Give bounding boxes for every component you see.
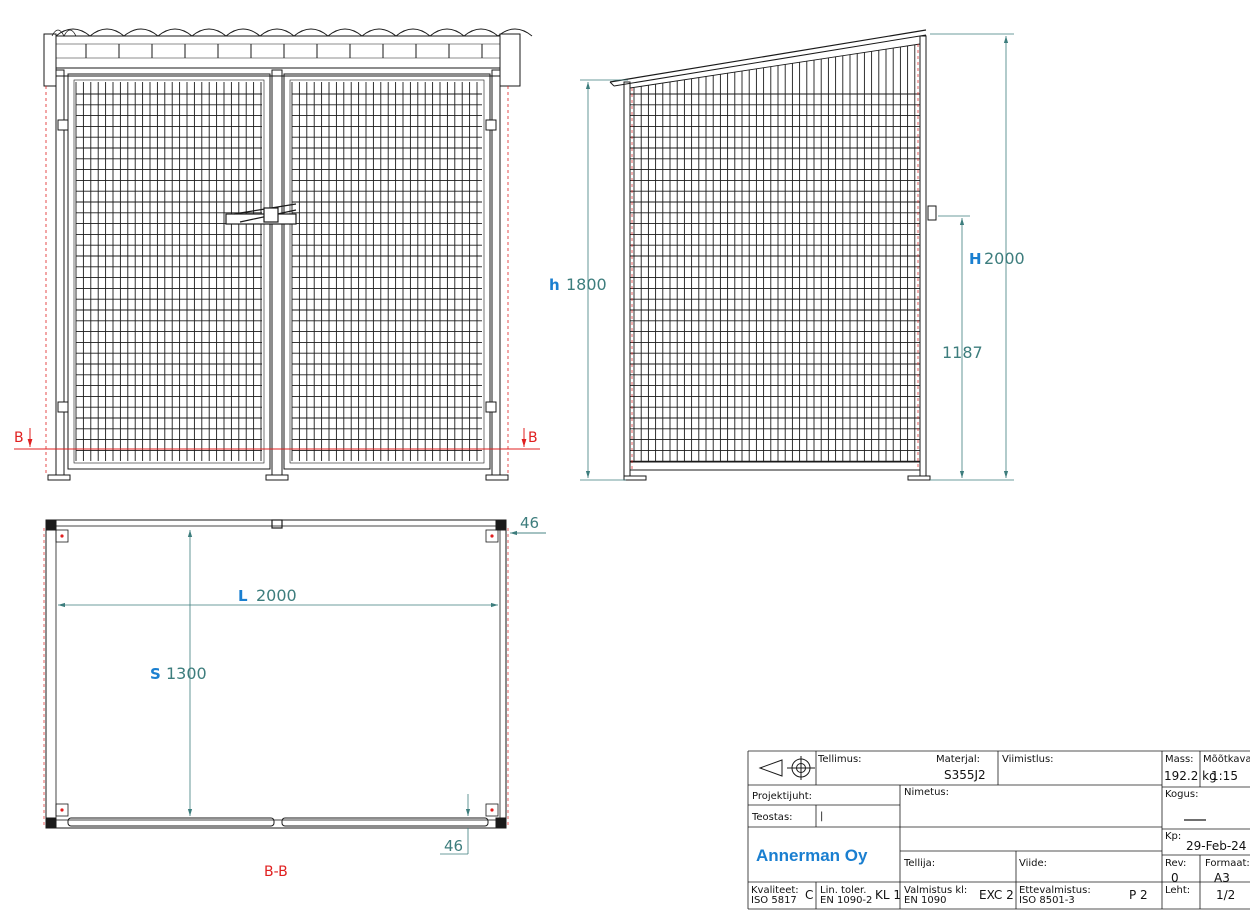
dimension-L-letter: L [238, 587, 248, 605]
mootkava-label: Mõõtkava: [1203, 754, 1250, 765]
formaat-label: Formaat: [1205, 858, 1250, 869]
section-label: B-B [264, 864, 288, 880]
title-block: Tellimus: Materjal: S355J2 Viimistlus: M… [748, 751, 1250, 909]
front-top-beam [55, 67, 501, 77]
section-marker-left: B [14, 430, 24, 446]
plan-view [45, 519, 507, 829]
dimension-S-value: 1300 [166, 664, 207, 683]
front-mesh [75, 82, 482, 461]
projection-symbol-icon [758, 756, 815, 780]
hinge-icon [57, 401, 69, 413]
foot-icon [485, 474, 509, 481]
teostas-value: | [820, 811, 824, 822]
hinge-icon [485, 119, 497, 131]
plan-door-left [67, 817, 275, 827]
dimension-offset-top-value: 46 [520, 514, 539, 532]
lin-toler-label: Lin. toler. [820, 885, 867, 896]
valmistus-value: EXC 2 [979, 888, 1014, 902]
front-roof-band [55, 35, 501, 69]
plan-corner-post [495, 519, 507, 531]
roof-corrugation [55, 28, 533, 37]
front-view [43, 28, 533, 481]
foot-icon [907, 475, 931, 481]
teostas-label: Teostas: [752, 812, 793, 823]
ettevalmistus-value: P 2 [1129, 888, 1148, 902]
leht-label: Leht: [1165, 885, 1191, 896]
valmistus-label: Valmistus kl: [904, 885, 968, 896]
viide-label: Viide: [1019, 858, 1048, 869]
side-post-right [919, 35, 927, 477]
dimension-h [580, 79, 628, 481]
lin-toler-value: KL 1 [875, 888, 902, 902]
tellimus-label: Tellimus: [818, 754, 862, 765]
kvaliteet-standard: ISO 5817 [751, 895, 797, 906]
valmistus-standard: EN 1090 [904, 895, 947, 906]
kvaliteet-label: Kvaliteet: [751, 885, 799, 896]
plan-door-right [281, 817, 489, 827]
formaat-value: A3 [1214, 871, 1230, 885]
door-right-frame [283, 73, 491, 470]
title-block-grid [747, 750, 1250, 910]
dimension-h-letter: h [549, 276, 560, 294]
mass-label: Mass: [1165, 754, 1194, 765]
plan-corner-post [495, 817, 507, 829]
materjal-label: Materjal: [936, 754, 980, 765]
side-roof [609, 29, 927, 83]
section-marker-right: B [528, 430, 538, 446]
side-post-left [623, 81, 631, 477]
hinge-icon [485, 401, 497, 413]
rev-value: 0 [1171, 871, 1179, 885]
nimetus-label: Nimetus: [904, 787, 949, 798]
front-post-right [491, 69, 501, 476]
plan-corner-post [45, 519, 57, 531]
mass-value: 192.2 kg [1164, 769, 1217, 783]
front-post-left [55, 69, 65, 476]
front-roof-cap-right [499, 33, 521, 87]
dimension-h-value: 1800 [566, 275, 607, 294]
ettevalmistus-label: Ettevalmistus: [1019, 885, 1091, 896]
dimension-handle-value: 1187 [942, 343, 983, 362]
foot-icon [47, 474, 71, 481]
kp-label: Kp: [1165, 831, 1182, 842]
hinge-icon [57, 119, 69, 131]
rev-label: Rev: [1165, 858, 1187, 869]
door-latch-icon [225, 203, 297, 225]
tellija-label: Tellija: [904, 858, 936, 869]
door-left-frame [67, 73, 271, 470]
dimension-S-letter: S [150, 665, 161, 683]
dimension-H [930, 33, 1014, 481]
dimension-offset-bottom-value: 46 [444, 837, 463, 855]
side-mesh [630, 44, 920, 462]
plan-outline [45, 519, 507, 829]
dimension-H-letter: H [969, 250, 982, 268]
front-post-center [271, 69, 283, 476]
plan-corner-post [45, 817, 57, 829]
company-logo: Annerman Oy [756, 846, 868, 865]
roof-panel-seams [85, 44, 483, 58]
side-view [609, 29, 937, 481]
leht-value: 1/2 [1216, 888, 1236, 902]
mootkava-value: 1:15 [1211, 769, 1238, 783]
foot-icon [265, 474, 289, 481]
dimension-L-value: 2000 [256, 586, 297, 605]
plan-center-post [271, 519, 283, 529]
viimistlus-label: Viimistlus: [1002, 754, 1054, 765]
front-roof-cap-left [43, 33, 57, 87]
kp-value: 29-Feb-24 [1186, 839, 1247, 853]
side-lock-icon [927, 205, 937, 221]
kogus-label: Kogus: [1165, 789, 1199, 800]
foot-icon [623, 475, 647, 481]
dimension-H-value: 2000 [984, 249, 1025, 268]
projektijuht-label: Projektijuht: [752, 791, 813, 802]
ettevalmistus-standard: ISO 8501-3 [1019, 895, 1075, 906]
dimension-offset-bottom [440, 794, 471, 855]
dimension-handle [938, 215, 970, 478]
materjal-value: S355J2 [944, 768, 986, 782]
lin-toler-standard: EN 1090-2 [820, 895, 873, 906]
kvaliteet-value: C [805, 888, 814, 902]
